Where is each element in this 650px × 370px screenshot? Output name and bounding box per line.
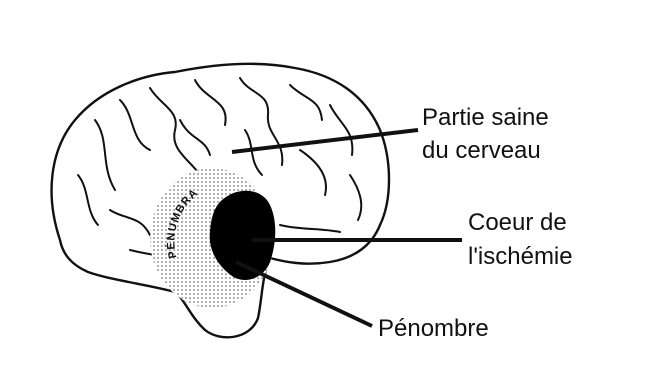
label-core-line2: l'ischémie	[468, 243, 573, 270]
label-core-line1: Coeur de	[468, 209, 567, 236]
label-healthy-line2: du cerveau	[422, 137, 541, 164]
label-healthy-line1: Partie saine	[422, 104, 549, 131]
label-penumbra: Pénombre	[378, 315, 489, 342]
